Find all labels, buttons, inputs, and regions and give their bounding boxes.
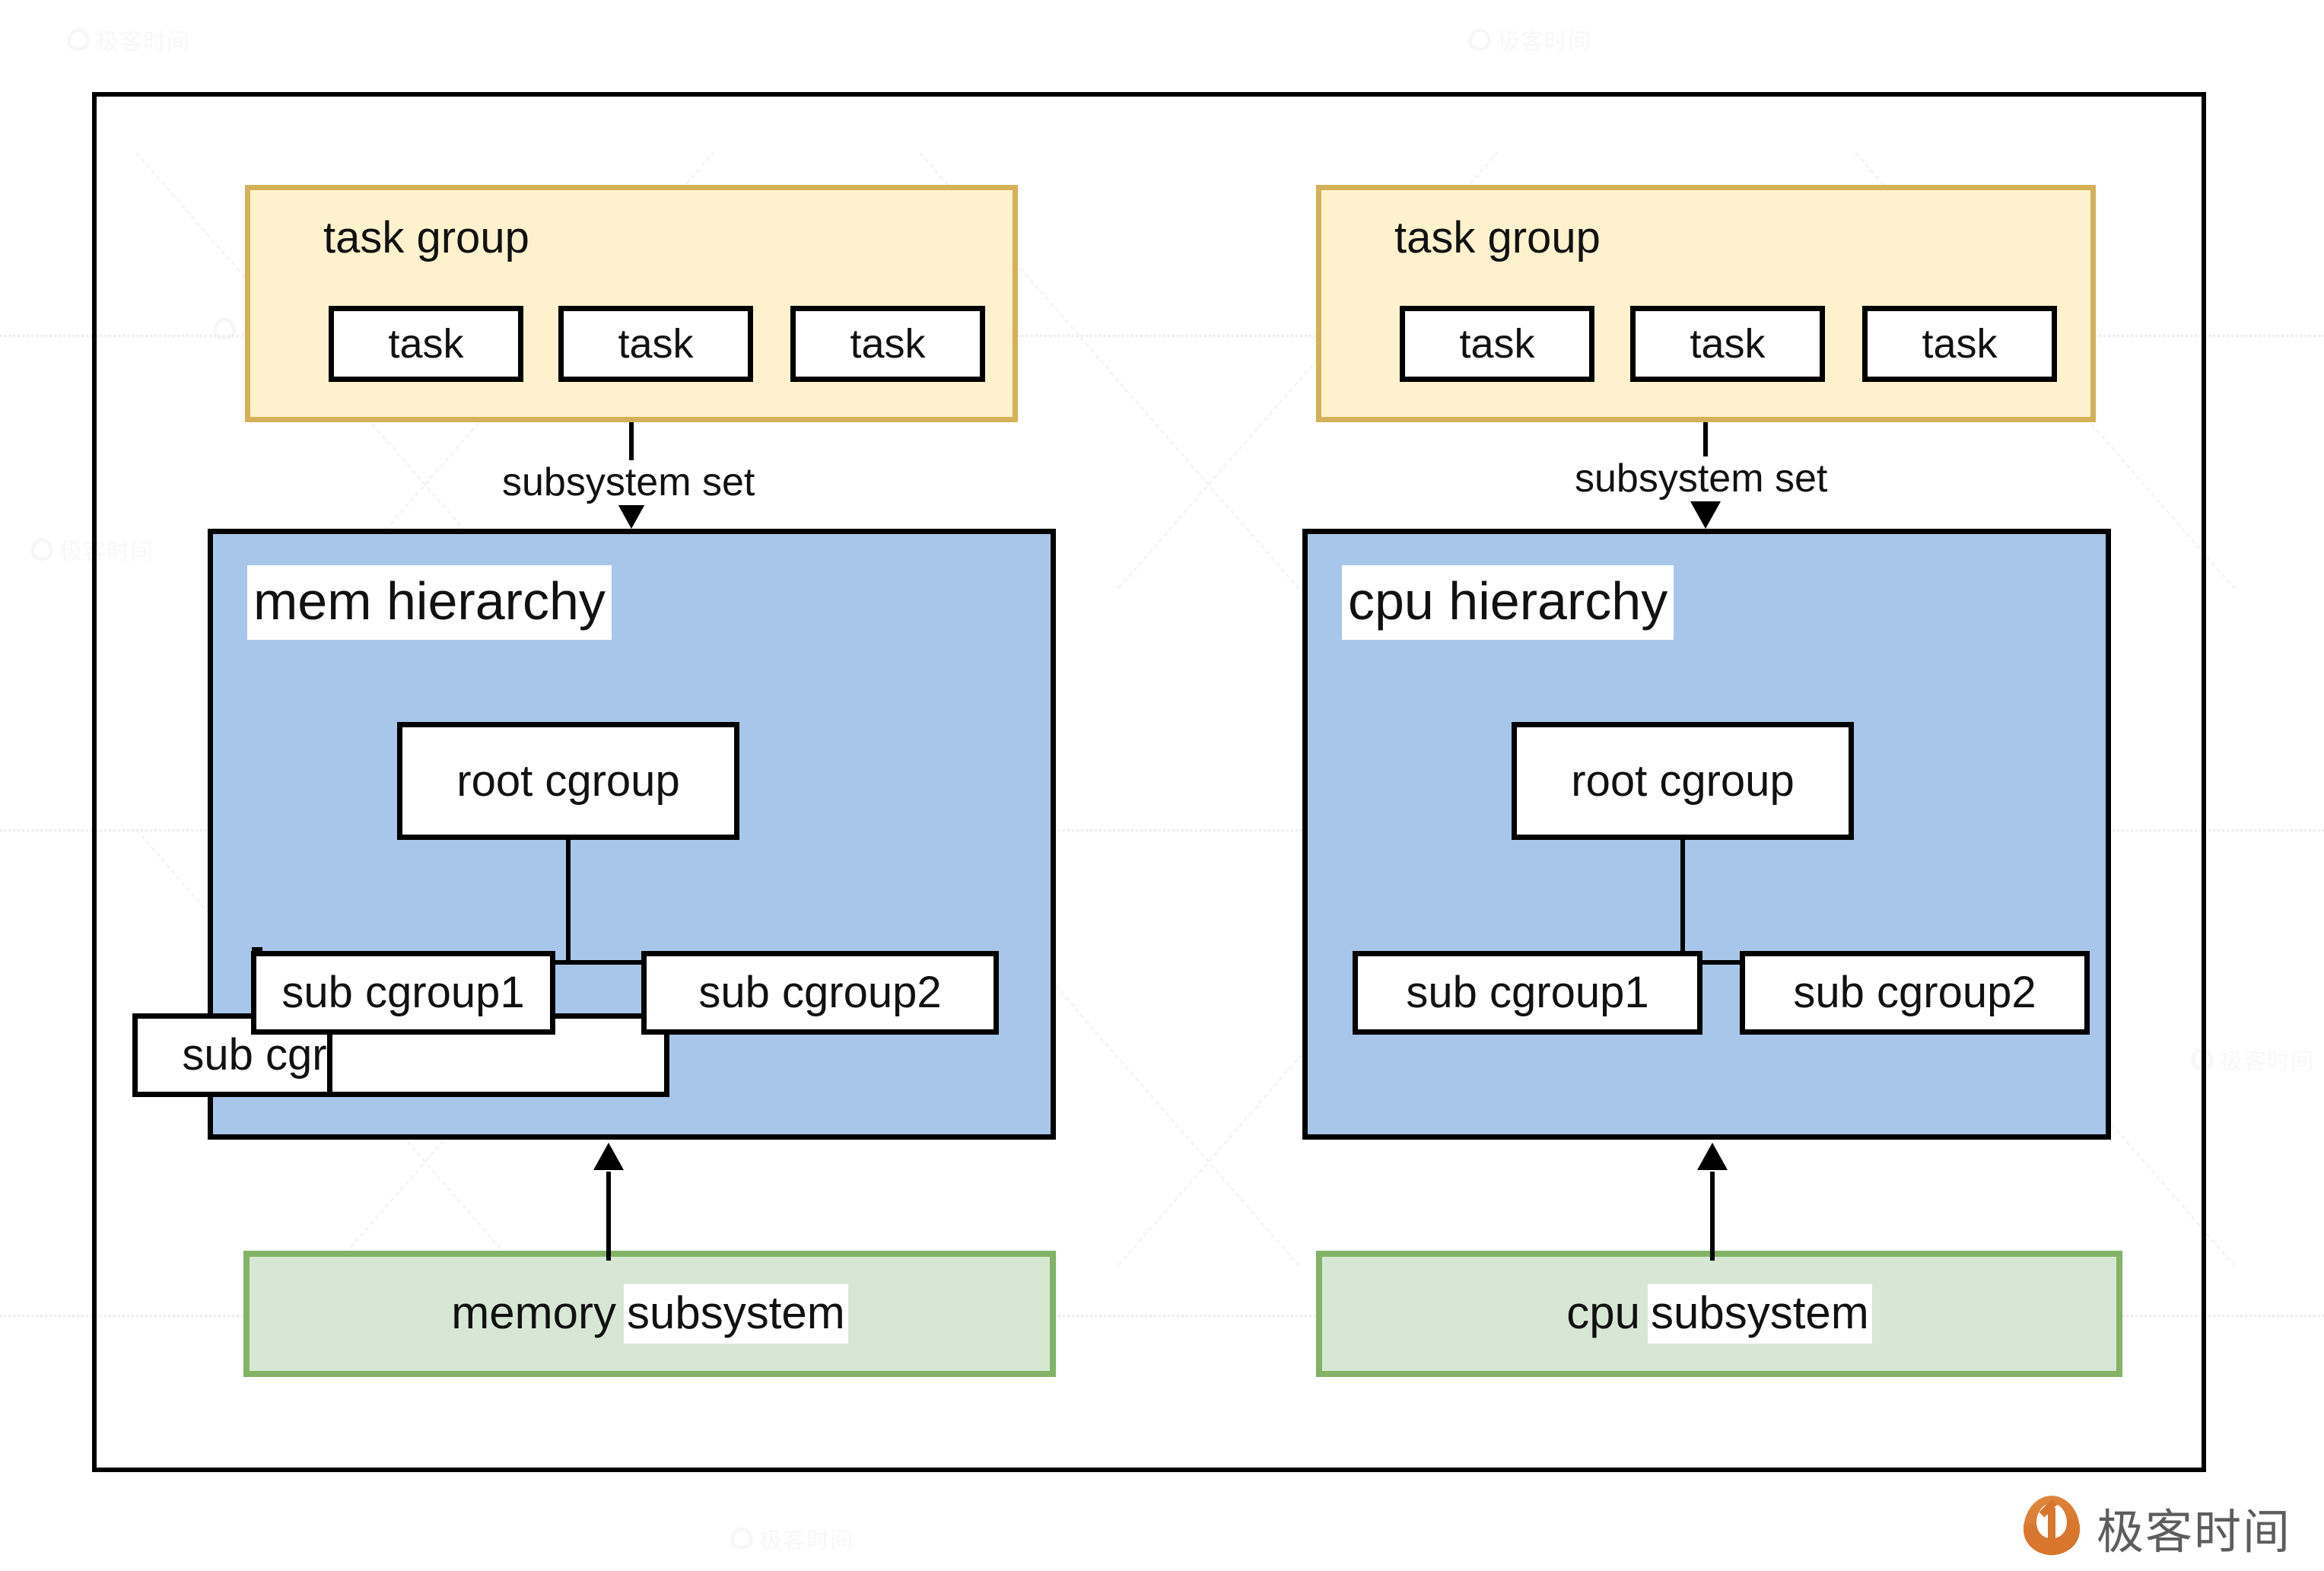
task-group-cpu[interactable]: task group task task task: [1316, 185, 2096, 422]
sub-cgroup1-box-memory[interactable]: sub cgroup1: [251, 951, 555, 1035]
subsystem-set-arrowhead-icon: [1690, 501, 1721, 529]
watermark-logo-icon: [1468, 28, 1491, 51]
watermark-logo-icon: [30, 538, 53, 561]
subsystem-uplink-arrowhead-icon: [593, 1143, 624, 1170]
task-list: task task task: [1321, 306, 2090, 382]
subsystem-label-highlight: subsystem: [623, 1284, 848, 1344]
edge-label-subsystem-set: subsystem set: [494, 460, 763, 505]
task-group-memory[interactable]: task group task task task: [245, 185, 1018, 422]
root-cgroup-node[interactable]: root cgroup: [397, 722, 739, 840]
subsystem-label-prefix: cpu: [1566, 1287, 1640, 1338]
task-group-title: task group: [323, 213, 529, 262]
task-box[interactable]: task: [790, 306, 985, 382]
diagram-outer-frame: [92, 92, 2206, 1472]
hierarchy-title: mem hierarchy: [247, 565, 612, 640]
task-box[interactable]: task: [1630, 306, 1825, 382]
task-group-title: task group: [1394, 213, 1601, 262]
watermark-text: 极客时间: [759, 1528, 854, 1554]
geektime-drop-icon: [2024, 1496, 2080, 1560]
task-box[interactable]: task: [329, 306, 523, 382]
subsystem-uplink-line: [1710, 1172, 1715, 1261]
root-cgroup-node[interactable]: root cgroup: [1512, 722, 1854, 840]
watermark-mark: 极客时间: [1468, 23, 1591, 56]
watermark-text: 极客时间: [96, 29, 190, 56]
subsystem-uplink-arrowhead-icon: [1697, 1143, 1728, 1170]
watermark-text: 极客时间: [1497, 29, 1591, 56]
watermark-logo-icon: [730, 1527, 753, 1550]
subsystem-label-prefix: memory: [451, 1287, 616, 1338]
edge-label-subsystem-set: subsystem set: [1567, 456, 1836, 501]
tree-branch-line: [421, 960, 712, 965]
sub-cgroup2-box-memory[interactable]: sub cgroup2: [641, 951, 999, 1035]
hierarchy-box-memory[interactable]: mem hierarchy root cgroup sub cgroup1: [132, 529, 1056, 1140]
brand-logo: 极客时间: [2024, 1493, 2291, 1562]
sub-cgroup2-box-cpu[interactable]: sub cgroup2: [1740, 951, 2090, 1035]
tree-trunk-line: [1680, 840, 1685, 965]
task-box[interactable]: task: [1400, 306, 1594, 382]
task-box[interactable]: task: [558, 306, 753, 382]
hierarchy-title: cpu hierarchy: [1342, 565, 1674, 640]
watermark-text: 极客时间: [2220, 1048, 2314, 1075]
task-list: task task task: [250, 306, 1013, 382]
subsystem-uplink-line: [606, 1172, 611, 1261]
hierarchy-box-cpu[interactable]: cpu hierarchy root cgroup: [1302, 529, 2111, 1140]
watermark-mark: 极客时间: [730, 1522, 854, 1555]
tree-trunk-line: [566, 840, 571, 965]
subsystem-label-highlight: subsystem: [1647, 1284, 1872, 1344]
sub-cgroup1-box-cpu[interactable]: sub cgroup1: [1353, 951, 1702, 1035]
watermark-mark: 极客时间: [67, 23, 190, 56]
task-box[interactable]: task: [1862, 306, 2057, 382]
watermark-logo-icon: [67, 28, 90, 51]
subsystem-set-arrowhead-icon: [616, 501, 647, 529]
brand-name: 极客时间: [2097, 1504, 2292, 1560]
watermark-mark: 极客时间: [2191, 1042, 2314, 1076]
geektime-drop-tick: [2048, 1508, 2055, 1543]
